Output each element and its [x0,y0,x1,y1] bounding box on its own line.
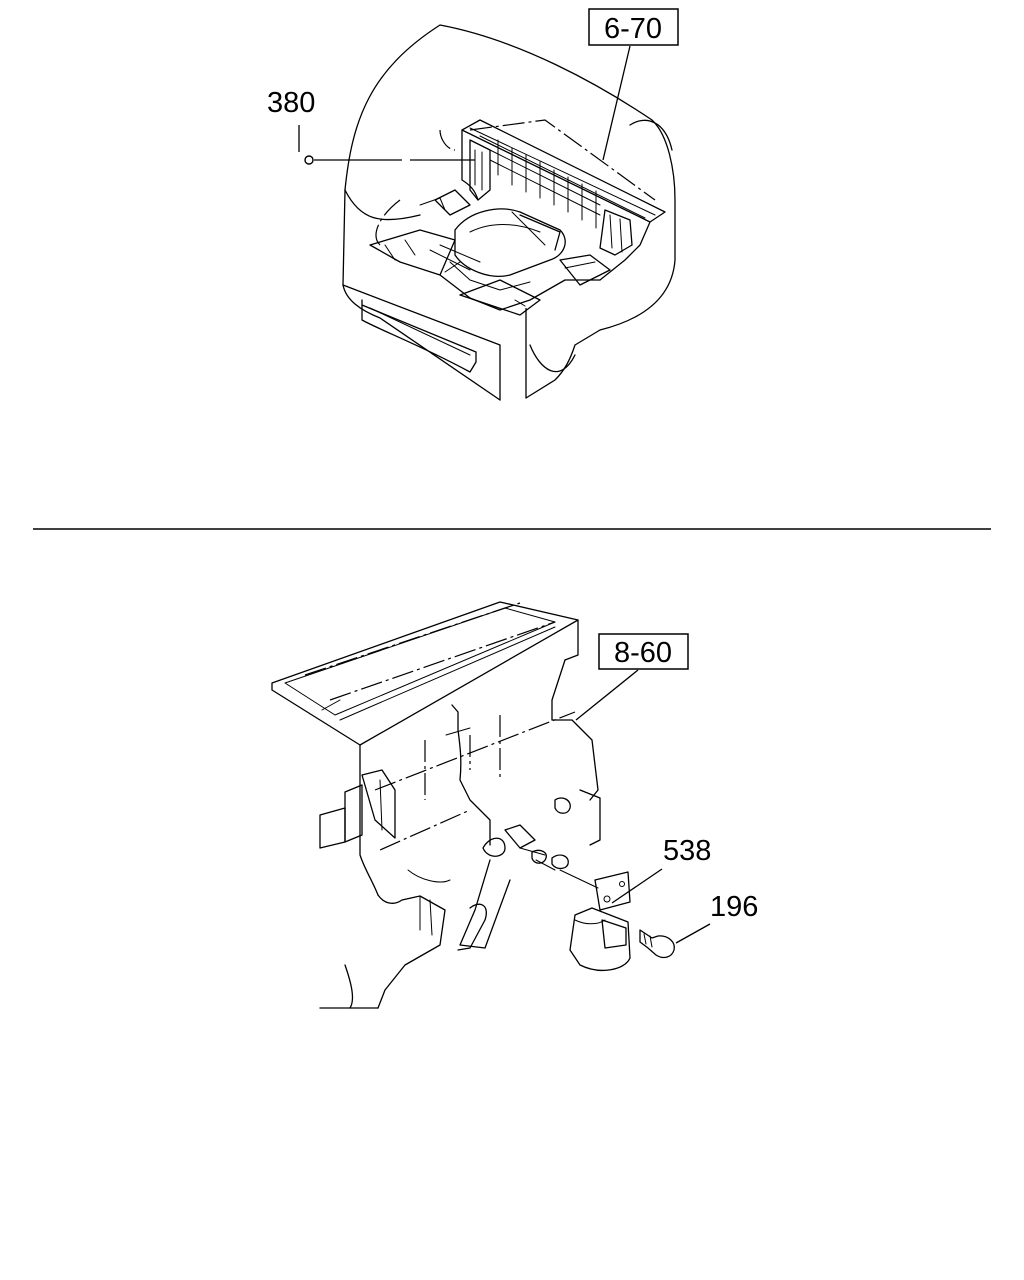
reference-8-60[interactable]: 8-60 [575,633,689,721]
callout-label-196: 196 [710,891,758,923]
screw-196 [639,929,675,959]
heater-unit-illustration [271,601,601,1009]
fastener-marker-icon [304,155,314,165]
callout-538[interactable]: 538 [611,835,711,904]
callout-label-538: 538 [663,835,711,867]
reference-label-8-60: 8-60 [614,637,672,669]
callout-196[interactable]: 196 [675,891,758,944]
callout-label-380: 380 [267,87,315,119]
callout-380[interactable]: 380 [267,87,475,165]
actuator-motor [569,871,631,971]
reference-box-8-60 [598,633,689,670]
reference-box-6-70 [588,8,679,46]
reference-6-70[interactable]: 6-70 [588,8,679,161]
reference-label-6-70: 6-70 [604,13,662,45]
cab-illustration [342,24,676,401]
